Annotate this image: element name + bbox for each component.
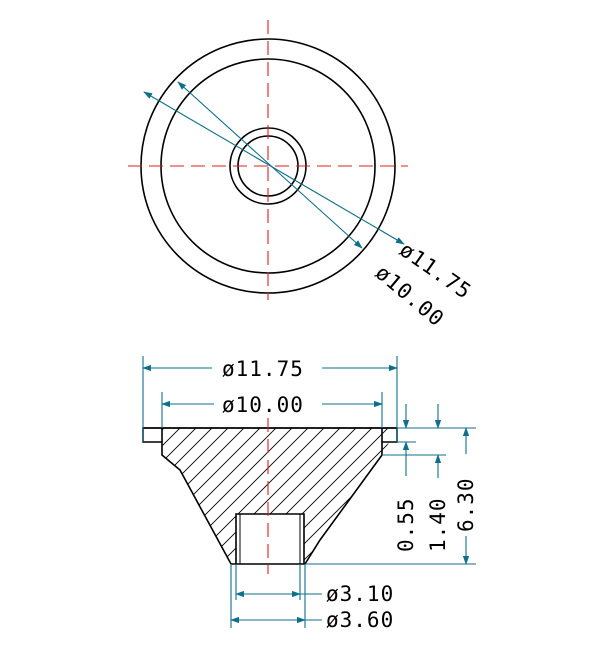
hatch-line	[0, 400, 16, 600]
hatch-line	[162, 428, 209, 564]
hatch-line	[0, 400, 64, 600]
hatch-line	[167, 428, 369, 564]
section-dim-outer-label: ø11.75	[222, 357, 304, 381]
bore-outline	[235, 513, 305, 564]
section-dim-bore-outer-label: ø3.60	[326, 608, 394, 632]
hatch-line	[162, 428, 193, 564]
hatch-line	[247, 428, 397, 564]
top-dim-line-inner	[177, 81, 363, 249]
hatch-line	[162, 428, 177, 564]
hatch-line	[536, 400, 610, 600]
hatch-line	[162, 428, 241, 564]
hatch-line	[0, 400, 160, 600]
bore-cavity	[236, 514, 304, 564]
top-view: ø11.75 ø10.00	[128, 20, 476, 331]
hatch-line	[162, 428, 353, 564]
hatch-line	[162, 428, 321, 564]
hatch-line	[456, 400, 610, 600]
hatch-line	[231, 428, 397, 564]
hatch-line	[162, 428, 273, 564]
hatch-line	[0, 400, 32, 600]
hatch-line	[568, 400, 610, 600]
hatch-line	[162, 428, 257, 564]
hatch-line	[183, 428, 385, 564]
hatch-line	[488, 400, 610, 600]
hatch-line	[552, 400, 610, 600]
hatch-line	[0, 400, 144, 600]
hatch-line	[215, 428, 397, 564]
section-view: ø11.75 ø10.00 0.55 1.40 6.30 ø3.10 ø3.60	[0, 356, 610, 632]
section-dim-flange-label: 0.55	[394, 497, 418, 552]
hatch-line	[504, 400, 610, 600]
hatch-line	[0, 400, 112, 600]
hatch-line	[162, 428, 289, 564]
hatch-line	[0, 400, 128, 600]
hatch-line	[520, 400, 610, 600]
hatch-line	[162, 428, 225, 564]
hatch-line	[391, 428, 397, 564]
hatch-line	[162, 428, 337, 564]
hatch-line	[424, 400, 610, 600]
hatch-line	[0, 400, 96, 600]
hatch-line	[162, 428, 305, 564]
hatch-line	[472, 400, 610, 600]
hatch-line	[0, 400, 80, 600]
hatch-line	[199, 428, 397, 564]
hatch-line	[584, 400, 610, 600]
section-dim-inner-label: ø10.00	[222, 393, 304, 417]
section-dim-bore-inner-label: ø3.10	[326, 582, 394, 606]
hatch-line	[0, 400, 48, 600]
hatch-line	[600, 400, 610, 600]
section-dim-step-label: 1.40	[426, 497, 450, 552]
section-dim-height-label: 6.30	[454, 477, 478, 532]
hatch-line	[279, 428, 397, 564]
